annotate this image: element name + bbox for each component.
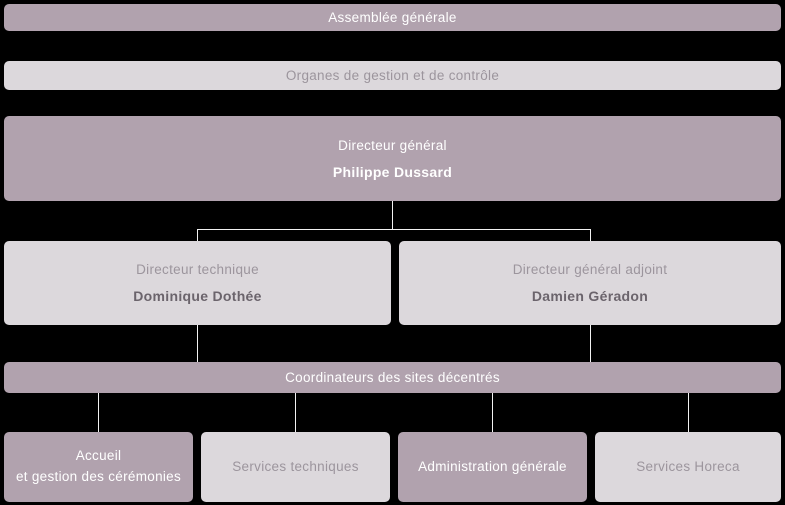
directeur-general-adjoint-name: Damien Géradon	[531, 288, 649, 304]
connector-line	[98, 393, 99, 432]
organes-gestion-bar: Organes de gestion et de contrôle	[4, 61, 781, 90]
administration-generale-label: Administration générale	[418, 458, 567, 474]
organes-gestion-label: Organes de gestion et de contrôle	[285, 68, 500, 83]
services-techniques-box: Services techniques	[201, 432, 390, 502]
directeur-general-name: Philippe Dussard	[332, 163, 453, 180]
accueil-ceremonies-box: Accueil et gestion des cérémonies	[4, 432, 193, 502]
accueil-ceremonies-label: Accueil et gestion des cérémonies	[15, 448, 182, 484]
assemblee-generale-bar: Assemblée générale	[4, 4, 781, 31]
directeur-technique-box: Directeur technique Dominique Dothée	[4, 241, 391, 325]
connector-line	[590, 325, 591, 362]
directeur-general-adjoint-title: Directeur général adjoint	[512, 262, 668, 277]
administration-generale-box: Administration générale	[398, 432, 587, 502]
connector-line	[197, 229, 591, 230]
connector-line	[688, 393, 689, 432]
directeur-technique-title: Directeur technique	[136, 262, 259, 277]
connector-line	[197, 229, 198, 241]
coordinateurs-bar: Coordinateurs des sites décentrés	[4, 362, 781, 393]
services-techniques-label: Services techniques	[232, 458, 359, 474]
connector-line	[295, 393, 296, 432]
directeur-technique-name: Dominique Dothée	[133, 288, 262, 304]
connector-line	[492, 393, 493, 432]
assemblee-generale-label: Assemblée générale	[328, 10, 457, 25]
connector-line	[590, 229, 591, 241]
connector-line	[197, 325, 198, 362]
connector-line	[392, 201, 393, 229]
services-horeca-label: Services Horeca	[636, 458, 740, 474]
services-horeca-box: Services Horeca	[595, 432, 781, 502]
coordinateurs-label: Coordinateurs des sites décentrés	[285, 370, 500, 385]
directeur-general-title: Directeur général	[338, 137, 447, 153]
directeur-general-box: Directeur général Philippe Dussard	[4, 116, 781, 201]
directeur-general-adjoint-box: Directeur général adjoint Damien Géradon	[399, 241, 781, 325]
